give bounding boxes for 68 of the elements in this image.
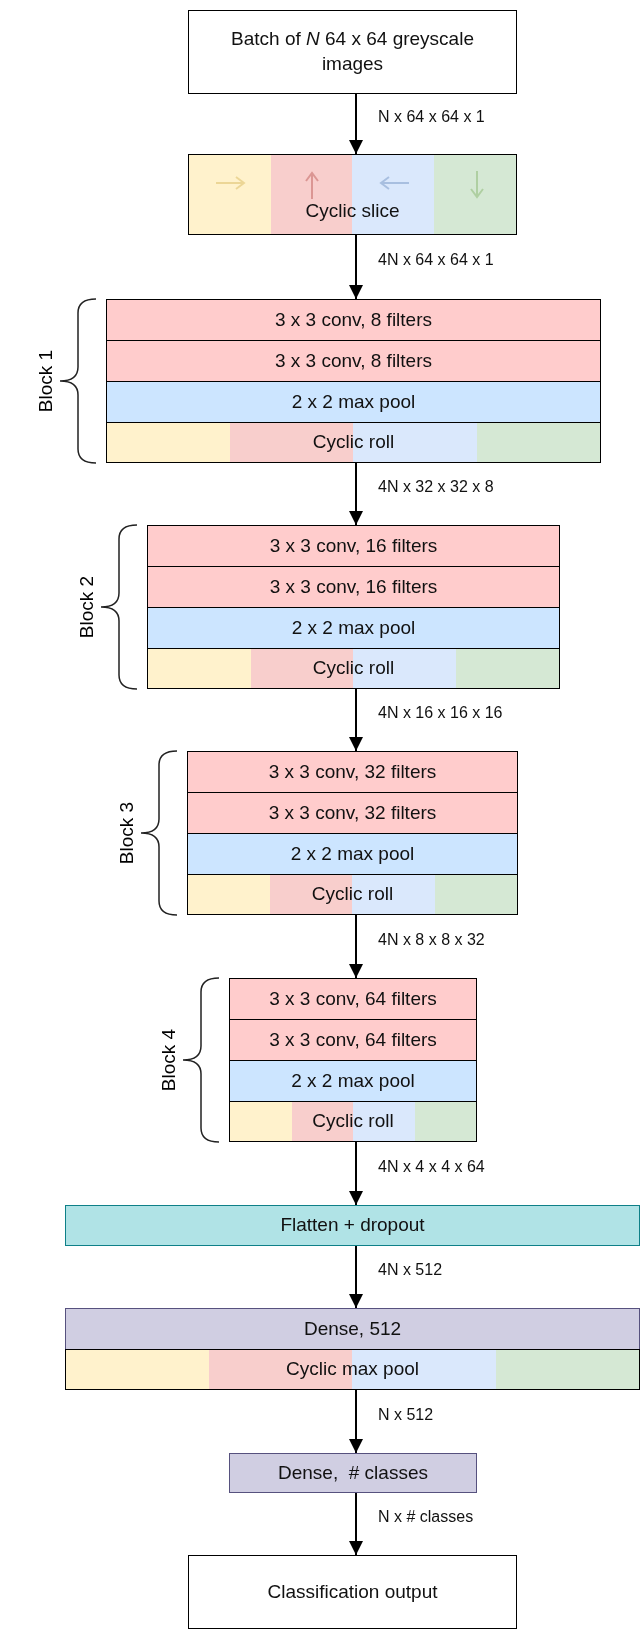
- edge-label: 4N x 64 x 64 x 1: [378, 251, 494, 269]
- block-label: Block 2: [76, 574, 98, 641]
- layer-label: 2 x 2 max pool: [291, 1068, 415, 1093]
- arrow: [349, 462, 363, 526]
- edge-label: 4N x 8 x 8 x 32: [378, 930, 485, 949]
- conv-layer-box: [229, 1019, 477, 1062]
- roll-layer-box: [229, 1101, 477, 1142]
- conv-layer-box: [187, 792, 518, 835]
- layer-label: 3 x 3 conv, 64 filters: [269, 1027, 437, 1052]
- pool-layer-box: [187, 833, 518, 876]
- layer-label: 2 x 2 max pool: [290, 841, 415, 866]
- dense-layer-box: [65, 1308, 640, 1350]
- layer-label: 3 x 3 conv, 16 filters: [269, 533, 438, 558]
- pool-layer-box: [106, 381, 601, 424]
- arrow: [349, 688, 363, 752]
- edge-label: N x # classes: [378, 1508, 474, 1526]
- arrow: [349, 1141, 363, 1206]
- roll-layer-box: [106, 422, 601, 463]
- dense-layer-box: [229, 1453, 477, 1493]
- layer-label: Classification output: [267, 1579, 438, 1604]
- roll-layer-box: [187, 874, 518, 915]
- layer-label: 3 x 3 conv, 64 filters: [269, 986, 437, 1011]
- layer-label: Cyclic roll: [312, 656, 395, 681]
- conv-layer-box: [106, 340, 601, 383]
- input-box: [188, 10, 517, 94]
- conv-layer-box: [106, 299, 601, 342]
- edge-label: 4N x 512: [378, 1261, 443, 1279]
- arrow: [349, 234, 363, 300]
- edge-label: N x 64 x 64 x 1: [378, 108, 485, 126]
- output-box: [188, 1555, 517, 1629]
- layer-label: Cyclic max pool: [285, 1357, 419, 1382]
- block-label: Block 3: [116, 800, 138, 867]
- arrow: [349, 1389, 363, 1454]
- flatten-layer-box: [65, 1205, 640, 1246]
- pool-layer-box: [229, 1060, 477, 1103]
- arrow: [349, 93, 363, 155]
- roll-layer-box: [65, 1349, 640, 1390]
- layer-label: Cyclic roll: [312, 1109, 394, 1134]
- layer-label: 2 x 2 max pool: [291, 389, 416, 414]
- layer-label: Dense, 512: [303, 1316, 402, 1341]
- layer-label: Batch of N 64 x 64 greyscale images: [230, 27, 475, 76]
- conv-layer-box: [229, 978, 477, 1021]
- conv-layer-box: [147, 566, 560, 609]
- arrow: [349, 914, 363, 979]
- edge-label: 4N x 4 x 4 x 64: [378, 1157, 485, 1176]
- arrow: [349, 1245, 363, 1309]
- arrow: [349, 1492, 363, 1556]
- slice-layer-box: [188, 154, 517, 235]
- layer-label: Dense, # classes: [278, 1460, 428, 1485]
- layer-label: 2 x 2 max pool: [291, 615, 416, 640]
- layer-label: 3 x 3 conv, 16 filters: [269, 574, 438, 599]
- layer-label: Cyclic roll: [312, 430, 395, 455]
- pool-layer-box: [147, 607, 560, 650]
- edge-label: 4N x 32 x 32 x 8: [378, 478, 494, 496]
- roll-layer-box: [147, 648, 560, 689]
- layer-label: Cyclic roll: [311, 882, 394, 907]
- conv-layer-box: [187, 751, 518, 794]
- layer-label: 3 x 3 conv, 8 filters: [275, 307, 432, 332]
- edge-label: 4N x 16 x 16 x 16: [378, 704, 503, 722]
- layer-label: 3 x 3 conv, 32 filters: [268, 759, 437, 784]
- layer-label: Cyclic slice: [305, 199, 400, 224]
- conv-layer-box: [147, 525, 560, 568]
- block-label: Block 1: [35, 348, 57, 415]
- layer-label: 3 x 3 conv, 32 filters: [268, 800, 437, 825]
- layer-label: Flatten + dropout: [280, 1213, 425, 1238]
- edge-label: N x 512: [378, 1405, 434, 1424]
- layer-label: 3 x 3 conv, 8 filters: [275, 348, 432, 373]
- block-label: Block 4: [158, 1027, 180, 1094]
